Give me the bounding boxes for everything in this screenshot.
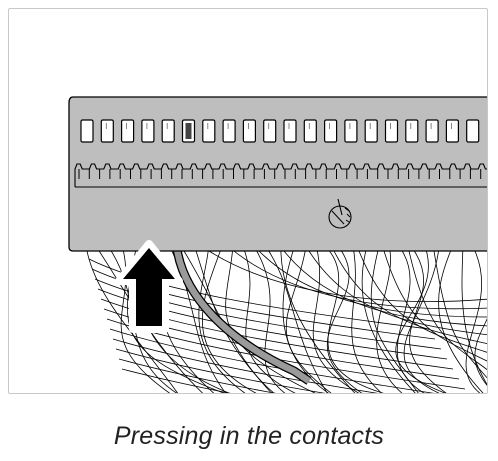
seated-contact — [185, 123, 192, 139]
wire-strand — [118, 358, 277, 393]
wire-strand — [333, 250, 487, 344]
contact-slot — [242, 119, 256, 143]
illustration-frame — [8, 8, 488, 394]
wire-strand — [326, 250, 363, 393]
wire-strand — [438, 250, 484, 393]
wire-strand — [461, 250, 487, 386]
contact-slot — [303, 119, 317, 143]
contact-slot — [364, 119, 378, 143]
wire-strand — [465, 250, 482, 393]
wire-strand — [474, 251, 487, 386]
wire-strand — [312, 250, 360, 393]
wire-strand — [86, 250, 179, 393]
contact-slot — [384, 119, 399, 143]
contact-slot — [344, 119, 358, 143]
contact-slot — [425, 119, 439, 143]
contact-slot — [222, 119, 236, 143]
terminal-pins — [75, 169, 487, 188]
wire-strand — [308, 250, 487, 336]
wire-strand — [403, 250, 440, 393]
wire-strand — [282, 250, 330, 393]
wire-strand — [202, 250, 257, 393]
wire-strand — [112, 338, 378, 393]
wire-strand — [88, 258, 430, 330]
contact-slot — [202, 119, 216, 143]
wire-strand — [433, 250, 487, 379]
connector-illustration — [68, 96, 487, 393]
highlighted-wire-core — [173, 248, 311, 384]
wire-strand — [285, 250, 332, 393]
wire-strand — [358, 250, 487, 353]
wire-strand — [408, 250, 487, 371]
wire-strand — [397, 250, 425, 393]
wire-strand — [208, 250, 487, 302]
contact-slot — [263, 119, 277, 143]
release-mark-icon — [328, 198, 352, 229]
wire-strand — [198, 250, 246, 393]
wire-strand — [109, 328, 435, 393]
wire-strand — [361, 250, 416, 393]
wire-strand — [409, 250, 447, 393]
wire-strand — [256, 250, 286, 393]
wire-strand — [283, 250, 487, 327]
contact-slot — [161, 119, 175, 143]
contact-slots — [80, 119, 480, 143]
figure-caption: Pressing in the contacts — [113, 422, 385, 450]
wire-strand — [115, 348, 325, 393]
terminal-comb — [74, 163, 487, 187]
wire-strand — [383, 250, 487, 362]
wire-strand — [233, 250, 487, 310]
contact-slot — [283, 119, 297, 143]
wire-strand — [121, 368, 231, 393]
contact-slot — [141, 119, 155, 143]
contact-slot — [100, 119, 114, 143]
contact-slot — [120, 119, 135, 143]
arrow-up-icon-body — [123, 248, 175, 326]
contact-slot — [324, 119, 338, 143]
wire-strand — [351, 250, 382, 393]
contact-slot — [80, 119, 94, 143]
contact-slot — [405, 119, 419, 143]
wire-strand — [94, 278, 442, 350]
wire-strand — [244, 250, 296, 393]
contact-slot — [445, 119, 459, 143]
contact-slot — [466, 119, 480, 143]
